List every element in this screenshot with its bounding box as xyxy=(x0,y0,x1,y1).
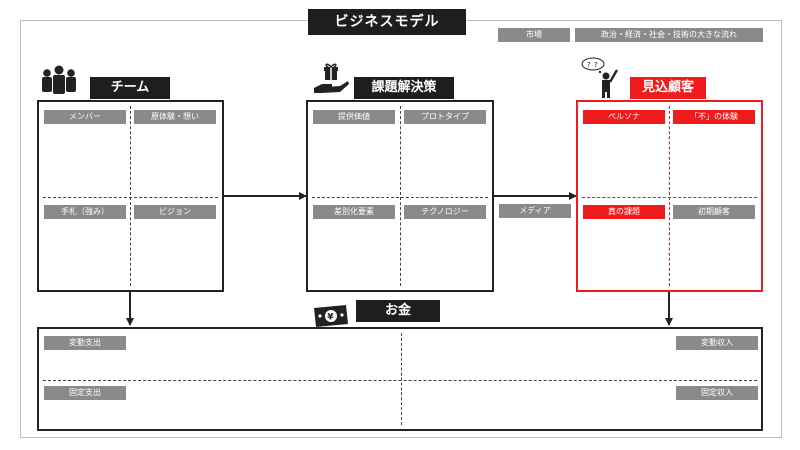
svg-text:?: ? xyxy=(594,61,598,69)
solution-panel: 提供価値 プロトタイプ 差別化要素 テクノロジー xyxy=(306,100,494,292)
money-fixed-cost-label: 固定支出 xyxy=(44,386,126,400)
money-panel: 変動支出 固定支出 変動収入 固定収入 xyxy=(37,327,763,431)
team-divider-v xyxy=(130,106,131,286)
money-variable-cost-label: 変動支出 xyxy=(44,336,126,350)
solution-divider-h xyxy=(312,197,488,198)
solution-differentiation-label: 差別化要素 xyxy=(313,205,395,219)
money-divider-v xyxy=(401,333,402,425)
team-strengths-label: 手札（強み） xyxy=(44,205,126,219)
market-trend-label: 政治・経済・社会・技術の大きな流れ xyxy=(575,28,763,42)
solution-heading: 課題解決策 xyxy=(354,77,454,99)
team-divider-h xyxy=(43,197,218,198)
money-icon: ¥ xyxy=(314,305,348,327)
market-label: 市場 xyxy=(498,28,570,42)
team-motivation-label: 原体験・想い xyxy=(134,110,216,124)
svg-text:?: ? xyxy=(587,61,591,69)
solution-value-label: 提供価値 xyxy=(313,110,395,124)
team-members-label: メンバー xyxy=(44,110,126,124)
solution-prototype-label: プロトタイプ xyxy=(404,110,486,124)
team-panel: メンバー 原体験・想い 手札（強み） ビジョン xyxy=(37,100,224,292)
thinking-person-icon: ? ? xyxy=(581,57,619,98)
money-variable-revenue-label: 変動収入 xyxy=(676,336,758,350)
team-vision-label: ビジョン xyxy=(134,205,216,219)
team-icon xyxy=(42,65,76,94)
money-divider-h xyxy=(43,380,757,381)
media-label: メディア xyxy=(499,204,571,218)
customer-pain-label: 「不」の体験 xyxy=(673,110,755,124)
gift-hand-icon xyxy=(314,63,349,93)
customer-panel: ペルソナ 「不」の体験 真の課題 初期顧客 xyxy=(576,100,763,292)
money-fixed-revenue-label: 固定収入 xyxy=(676,386,758,400)
solution-divider-v xyxy=(400,106,401,286)
money-heading: お金 xyxy=(356,300,440,322)
team-heading: チーム xyxy=(90,77,170,99)
customer-divider-h xyxy=(582,197,757,198)
customer-early-adopters-label: 初期顧客 xyxy=(673,205,755,219)
customer-true-issue-label: 真の課題 xyxy=(583,205,665,219)
customer-divider-v xyxy=(669,106,670,286)
page-title: ビジネスモデル xyxy=(308,9,466,35)
customer-heading: 見込顧客 xyxy=(630,77,706,99)
solution-technology-label: テクノロジー xyxy=(404,205,486,219)
customer-persona-label: ペルソナ xyxy=(583,110,665,124)
svg-text:¥: ¥ xyxy=(327,313,334,323)
